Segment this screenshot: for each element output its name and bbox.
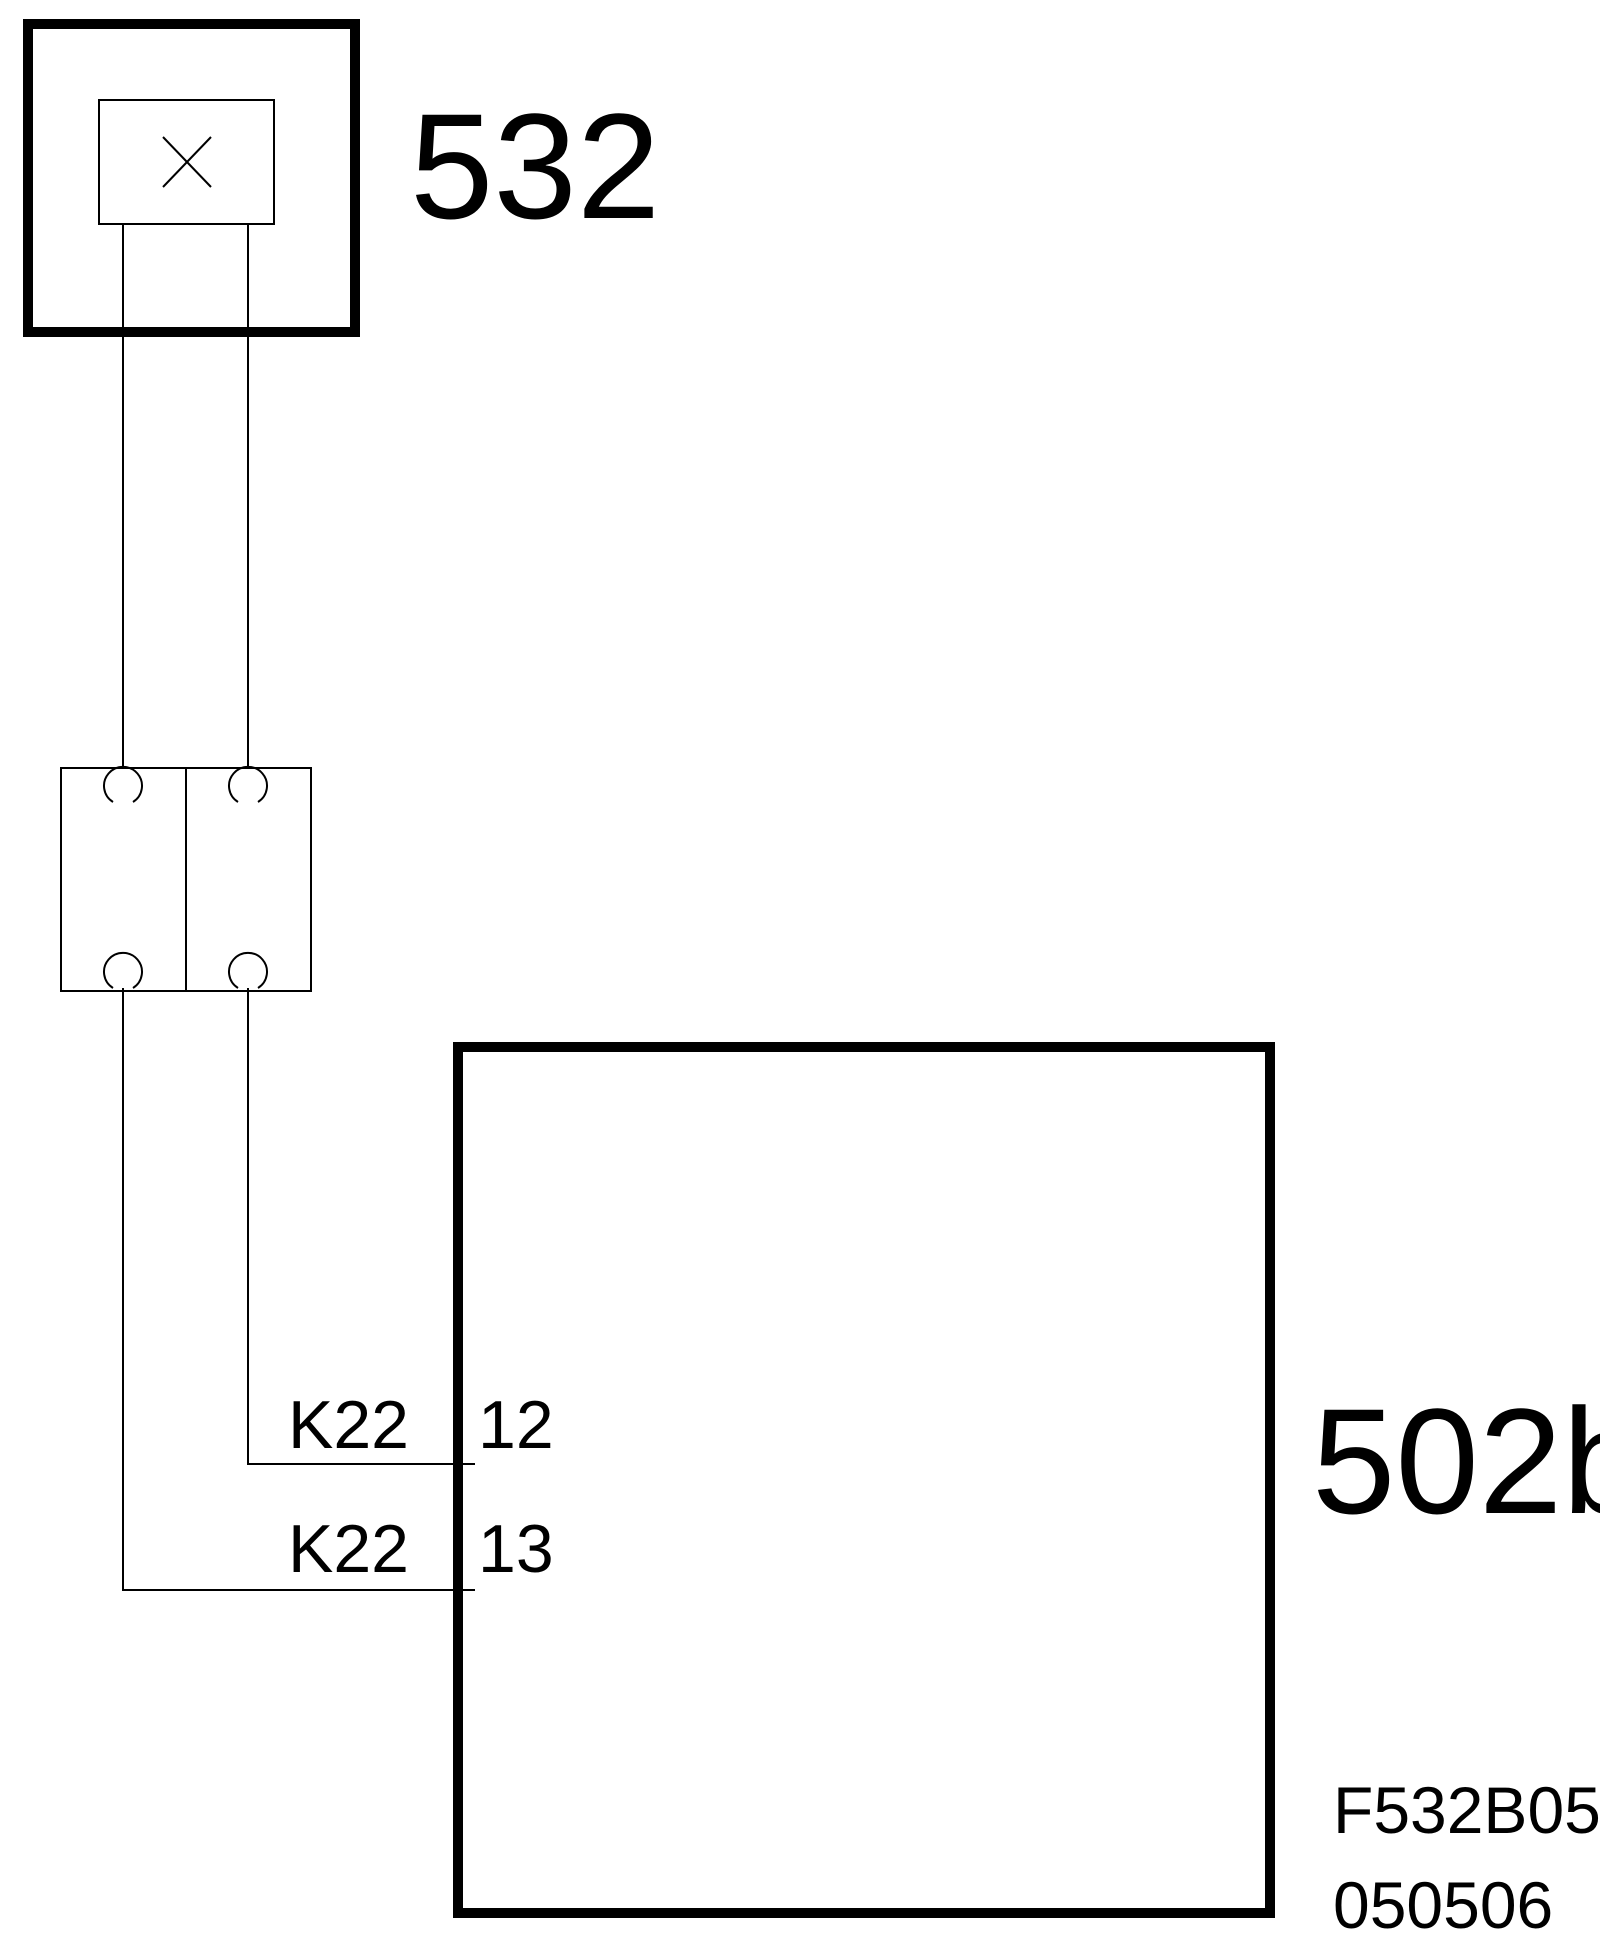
wire-k22-13 xyxy=(122,988,475,1591)
wire-label-k22-bottom: K22 xyxy=(288,1511,409,1587)
figure-code-line2: 050506 xyxy=(1333,1868,1553,1942)
component-502b-label: 502b xyxy=(1312,1377,1600,1545)
connector-terminal-top-left xyxy=(103,765,143,803)
wire-label-k22-top: K22 xyxy=(288,1387,409,1463)
pin-label-12: 12 xyxy=(478,1387,554,1463)
lamp-cross-icon xyxy=(162,136,212,188)
pin-label-13: 13 xyxy=(478,1511,554,1587)
figure-code: F532B05 050506 xyxy=(1333,1773,1600,1942)
connector-terminal-bottom-left xyxy=(103,951,143,989)
component-502b-outline xyxy=(453,1042,1275,1918)
pin-labels: K22 12 K22 13 xyxy=(288,1387,554,1587)
wires-lower xyxy=(122,988,475,1591)
connector-terminal-top-right xyxy=(228,765,268,803)
component-532: 532 xyxy=(23,19,660,337)
component-532-outline xyxy=(23,19,360,337)
component-532-label: 532 xyxy=(410,82,660,250)
connector-block xyxy=(60,765,312,992)
component-502b: 502b xyxy=(453,1042,1600,1918)
wires-upper xyxy=(122,224,249,768)
figure-code-line1: F532B05 xyxy=(1333,1773,1600,1847)
connector-terminal-bottom-right xyxy=(228,951,268,989)
component-532-inner-box xyxy=(98,99,275,225)
wire-k22-12 xyxy=(247,988,475,1465)
